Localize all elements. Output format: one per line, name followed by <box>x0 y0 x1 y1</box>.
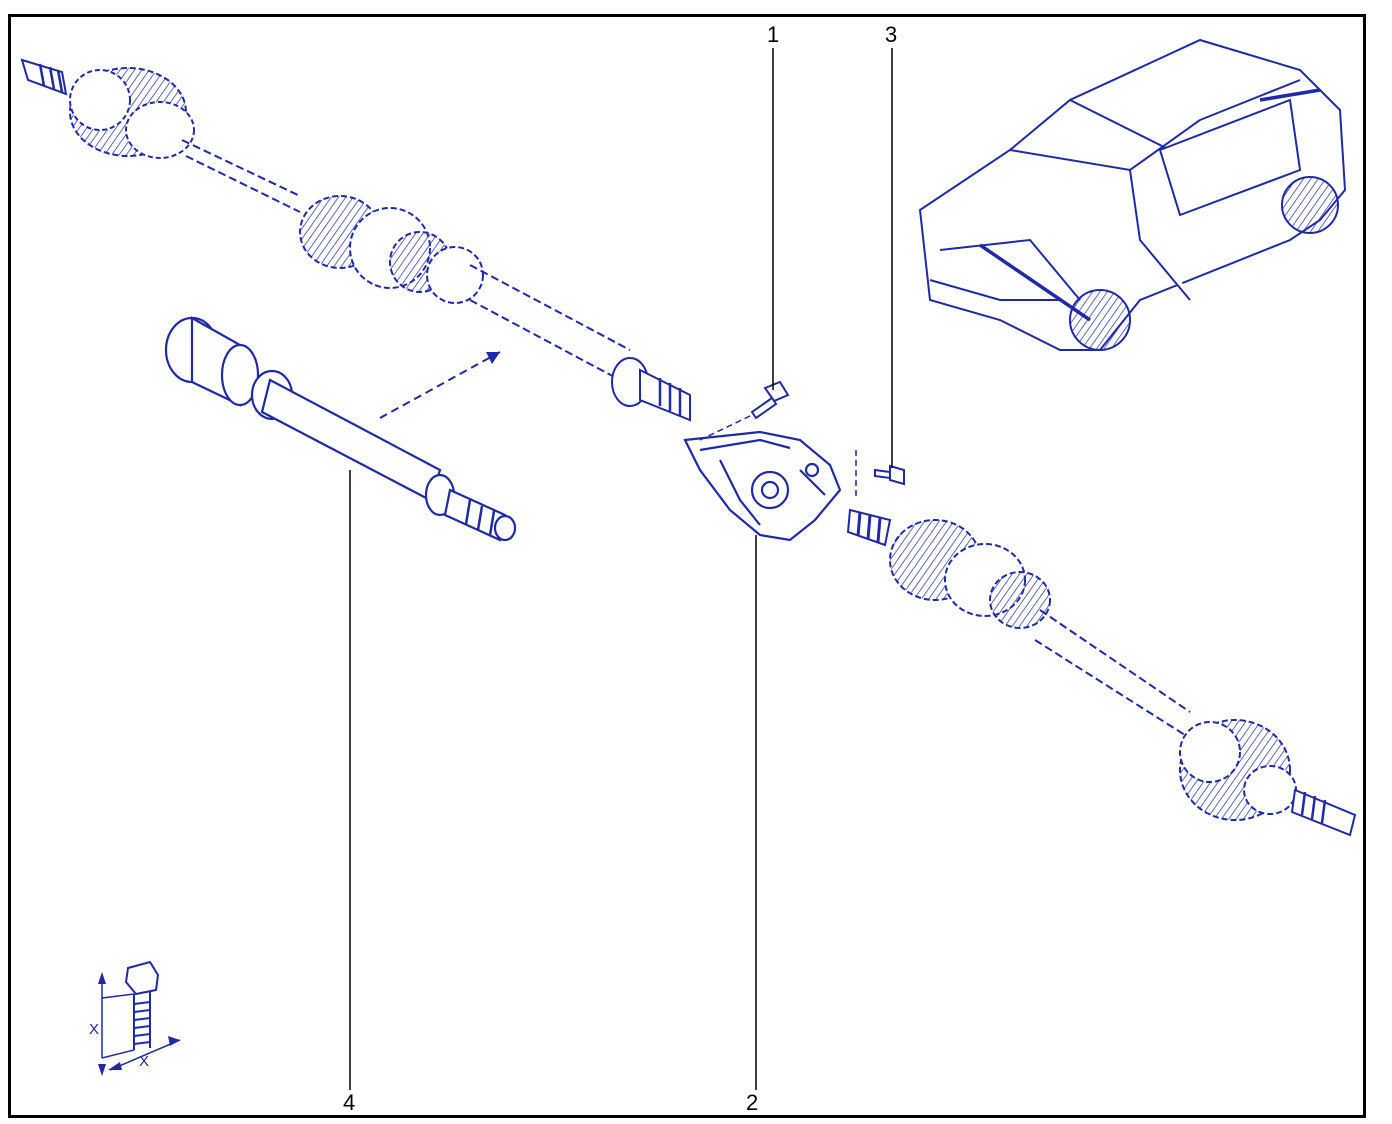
dimension-arrow-bottom-icon <box>98 1064 106 1076</box>
dimension-arrow-right-icon <box>168 1036 180 1046</box>
vehicle-illustration <box>918 38 1347 351</box>
inner-joint-shaft <box>164 316 517 542</box>
bracket-bolt <box>750 380 790 420</box>
callout-3: 3 <box>885 22 898 47</box>
bolt-tightening-symbol <box>101 960 181 1071</box>
dimension-label-x-horizontal: X <box>139 1053 150 1070</box>
bracket-screw <box>874 464 905 486</box>
driveshaft-right-section <box>846 508 1357 837</box>
callout-4: 4 <box>343 1090 356 1115</box>
dimension-label-x-vertical: X <box>89 1021 100 1038</box>
leader-lines <box>349 48 893 1090</box>
dimension-arrow-top-icon <box>98 972 106 984</box>
driveshaft-left-section <box>20 58 691 422</box>
bearing-bracket <box>683 430 842 542</box>
callout-1: 1 <box>767 22 780 47</box>
assembly-direction-arrow <box>379 351 501 419</box>
arrow-head-icon <box>486 352 500 364</box>
dimension-arrow-left-icon <box>108 1062 122 1070</box>
callout-2: 2 <box>746 1090 759 1115</box>
